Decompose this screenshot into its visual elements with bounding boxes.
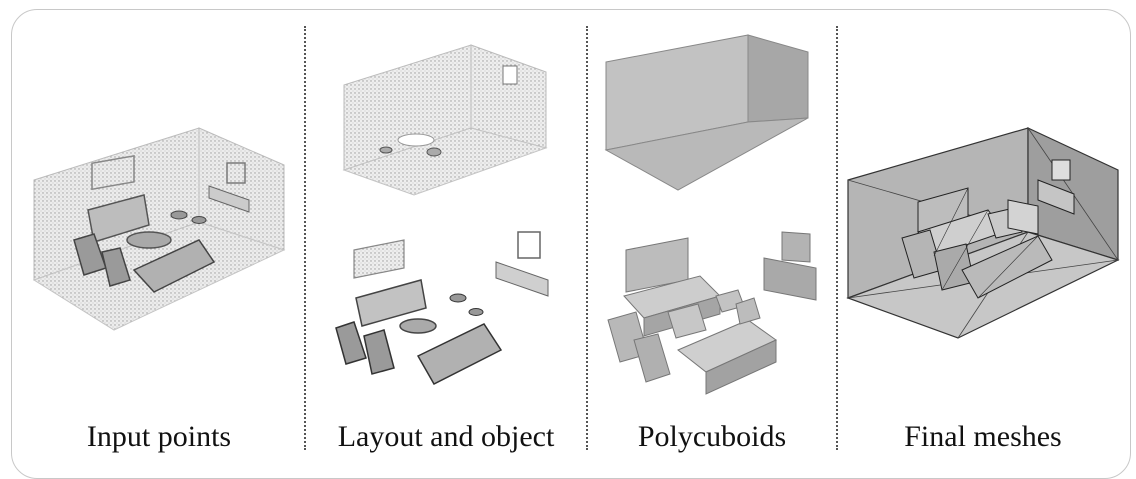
divider-3: [836, 26, 838, 450]
panel-final-meshes: Final meshes: [838, 0, 1128, 460]
divider-1: [304, 26, 306, 450]
panel-polycuboids: Polycuboids: [588, 0, 836, 460]
polycuboids-illustration: [604, 34, 817, 395]
input-points-illustration: [32, 127, 286, 331]
panel-input-points: Input points: [14, 0, 304, 460]
final-meshes-illustration: [846, 127, 1120, 339]
caption-final-meshes: Final meshes: [904, 420, 1062, 453]
panel-layout-and-object: Layout and object: [306, 0, 586, 460]
caption-layout-and-object: Layout and object: [337, 420, 555, 453]
divider-2: [586, 26, 588, 450]
caption-polycuboids: Polycuboids: [637, 420, 787, 453]
caption-input-points: Input points: [86, 420, 232, 453]
layout-and-object-illustration: [335, 44, 549, 385]
